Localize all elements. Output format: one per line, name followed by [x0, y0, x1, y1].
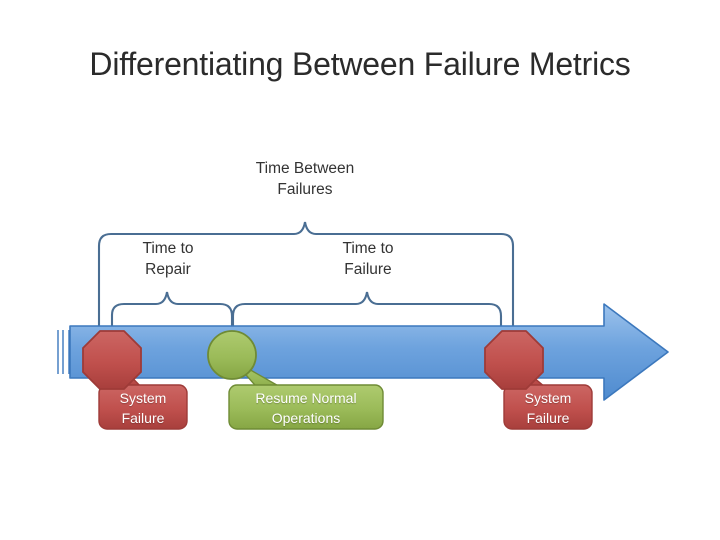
- timeline-continuation-marks: [57, 330, 70, 374]
- callout-resume-normal-operations[interactable]: [228, 359, 384, 430]
- callout-label-system-failure-left: System Failure: [119, 390, 167, 426]
- bracket-time-to-repair: [110, 291, 234, 342]
- bracket-time-to-failure: [231, 291, 503, 342]
- callout-label-system-failure-right: System Failure: [524, 390, 572, 426]
- bracket-label-time-between-failures: Time Between Failures: [255, 160, 355, 198]
- marker-system-failure-right[interactable]: [484, 330, 544, 390]
- bracket-label-time-to-failure: Time to Failure: [342, 240, 394, 278]
- bracket-time-between-failures: [97, 221, 515, 342]
- marker-system-failure-left[interactable]: [82, 330, 142, 390]
- callout-label-resume-normal-operations: Resume Normal Operations: [255, 390, 357, 426]
- bracket-label-time-to-repair: Time to Repair: [142, 240, 194, 278]
- marker-resume-normal-operations[interactable]: [207, 330, 257, 380]
- page-title: Differentiating Between Failure Metrics: [89, 46, 631, 82]
